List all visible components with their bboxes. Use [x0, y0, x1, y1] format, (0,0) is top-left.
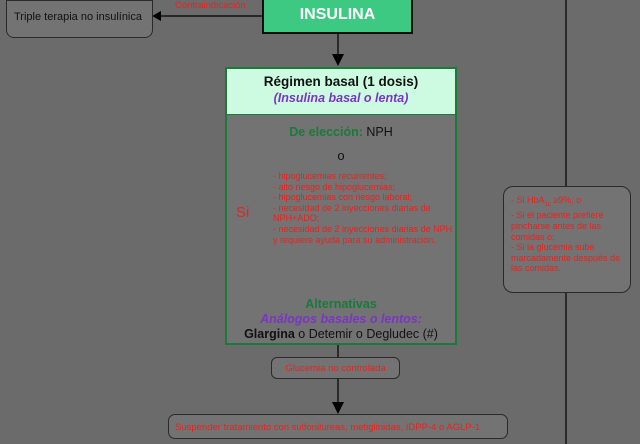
regimen-title: Régimen basal (1 dosis) [263, 74, 419, 89]
triple-terapia-box: Triple terapia no insulínica [6, 0, 153, 38]
regimen-basal-box: Régimen basal (1 dosis) (Insulina basal … [225, 67, 457, 345]
insulina-to-regimen-arrowhead [332, 54, 344, 66]
eleccion-value: NPH [366, 125, 393, 139]
regimen-subtitle: (Insulina basal o lenta) [273, 91, 409, 105]
glargina-label: Glargina [244, 327, 295, 341]
alternativas-title: Alternativas [305, 297, 377, 311]
list-item: - Si la glucemia sube marcadamente despu… [511, 242, 621, 274]
list-item: - hipoglucemias recurrentes; [273, 171, 387, 181]
list-item: - alto riesgo de hipoglucemias; [273, 181, 396, 192]
contraindication-arrowhead [152, 11, 161, 21]
list-item: - necesidad de 2 inyecciones diarias de … [273, 223, 453, 245]
triple-terapia-label: Triple terapia no insulínica [14, 11, 142, 23]
si-label: Si [236, 204, 250, 221]
eleccion-label: De elección: [289, 125, 363, 139]
suspender-label: Suspender tratamiento con sulfonilureas,… [175, 422, 481, 433]
glucemia-label: Glucemia no controlada [285, 363, 386, 374]
alternativas-options: Glargina o Detemir o Degludec (#) [225, 327, 457, 341]
alternativas-rest: o Detemir o Degludec (#) [294, 327, 438, 341]
glucemia-to-suspender-arrowhead [332, 402, 344, 414]
analogos-subtitle: Análogos basales o lentos: [260, 312, 422, 326]
contraindicacion-label: Contraindicación [175, 0, 246, 11]
right-note-box: - Si HbA1c ≥9%; o - Si el paciente prefi… [503, 186, 631, 293]
eleccion-line: De elección: NPH [225, 125, 457, 139]
suspender-box: Suspender tratamiento con sulfonilureas,… [168, 414, 508, 439]
si-conditions-list: - hipoglucemias recurrentes; - alto ries… [273, 171, 453, 245]
list-item: - necesidad de 2 inyecciones diarias de … [273, 202, 431, 224]
list-item: - Si HbA1c ≥9%; o [511, 195, 582, 208]
insulina-node: INSULINA [262, 0, 413, 34]
glucemia-box: Glucemia no controlada [271, 357, 400, 379]
list-item: - Si el paciente prefiere pincharse ante… [511, 210, 604, 242]
insulina-label: INSULINA [299, 6, 376, 23]
list-item: - hipoglucemias con riesgo laboral; [273, 192, 413, 203]
regimen-header: Régimen basal (1 dosis) (Insulina basal … [227, 69, 455, 115]
o-separator: o [337, 148, 345, 163]
